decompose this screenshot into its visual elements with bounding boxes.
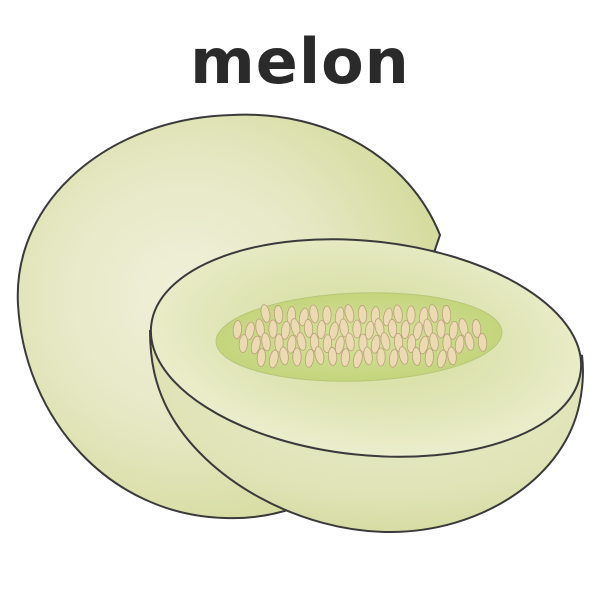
melon-seed (471, 319, 482, 338)
melon-seed (387, 319, 398, 338)
melon-seed (436, 349, 447, 369)
melon-seed (388, 348, 399, 368)
melon-seed (376, 347, 386, 367)
melon-seed (364, 320, 375, 340)
melon-seed (314, 346, 325, 365)
melon-seed (436, 319, 446, 339)
melon-seed (327, 347, 338, 366)
melon-seed (232, 320, 242, 340)
melon-seed (370, 334, 381, 354)
melon-seed (429, 332, 439, 352)
melon-seed (412, 321, 423, 341)
melon-seed (255, 318, 265, 338)
melon-seed (268, 319, 278, 339)
melon-seed (352, 349, 363, 369)
melon-seed (418, 335, 429, 355)
melon-seed (345, 332, 355, 352)
melon-seed (411, 347, 422, 366)
melon-seed (424, 348, 434, 368)
melon-seed (286, 334, 297, 354)
melon-seed (477, 333, 488, 352)
melon-seed (322, 305, 332, 325)
melon-seed (250, 335, 261, 355)
melon-seed (339, 318, 349, 338)
melon-seed (428, 304, 439, 323)
melon-seed (296, 332, 307, 351)
melon-seed (309, 304, 319, 324)
melon-seed (238, 334, 248, 354)
melon-seed (316, 320, 326, 340)
melon-seed (340, 348, 350, 368)
melon-seed (363, 346, 373, 366)
melon-seed (344, 304, 355, 323)
melon-seed (352, 319, 362, 339)
melon-seed (447, 346, 457, 366)
melon-seed (441, 305, 452, 324)
melon-seed (400, 320, 410, 340)
melon-seed (464, 332, 475, 351)
melon-seed (406, 334, 416, 354)
melon-seed (268, 349, 279, 369)
melon-seed (303, 319, 314, 338)
melon-seed (357, 305, 368, 324)
melon-seed (423, 318, 433, 338)
melon-seed (328, 321, 339, 341)
melon-seed (244, 321, 255, 341)
page-title: melon (190, 25, 410, 98)
melon-seed (292, 347, 302, 367)
melon-seed (280, 320, 291, 340)
melon-seed (256, 348, 266, 368)
melon-seed (380, 332, 391, 351)
melon-seeds-icon (215, 292, 503, 382)
melon-seed (279, 346, 289, 366)
melon-seed (406, 305, 416, 325)
melon-seed (398, 346, 409, 365)
melon-seed (454, 334, 465, 354)
melon-seed (304, 348, 315, 368)
melon-seed (260, 304, 271, 323)
melon-seed (334, 335, 345, 355)
melon-seed (322, 334, 332, 354)
cut-melon-half-icon (149, 238, 584, 534)
melon-seed (448, 320, 459, 340)
melon-seed (273, 305, 284, 324)
melon-seed (393, 304, 403, 324)
melon-seed (261, 332, 271, 352)
